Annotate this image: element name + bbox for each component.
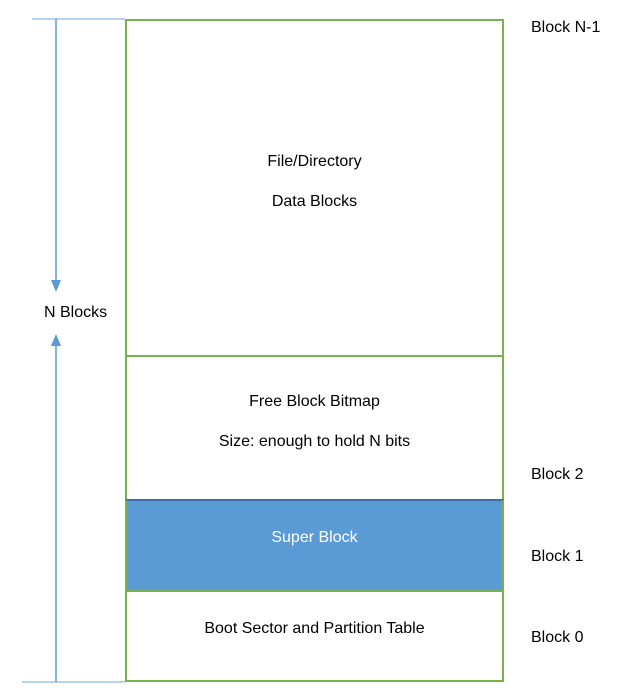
super-block-region: Super Block [125,499,504,592]
bitmap-region-line2: Size: enough to hold N bits [218,433,411,450]
data-region-line2: Data Blocks [271,193,358,210]
down-arrow-head [51,280,61,292]
super-block-label: Super Block [271,529,358,546]
block-0-label: Block 0 [531,629,584,646]
block-2-label: Block 2 [531,466,584,483]
up-arrow-head [51,334,61,346]
block-1-label: Block 1 [531,548,584,565]
free-block-bitmap-region: Free Block Bitmap Size: enough to hold N… [125,355,504,501]
data-region-line1: File/Directory [267,153,362,170]
data-blocks-region: File/Directory Data Blocks [125,19,504,357]
boot-sector-region: Boot Sector and Partition Table [125,590,504,682]
boot-sector-label: Boot Sector and Partition Table [204,620,425,637]
bitmap-region-line1: Free Block Bitmap [249,393,380,410]
block-n-minus-1-label: Block N-1 [531,19,601,36]
n-blocks-label: N Blocks [44,304,108,321]
